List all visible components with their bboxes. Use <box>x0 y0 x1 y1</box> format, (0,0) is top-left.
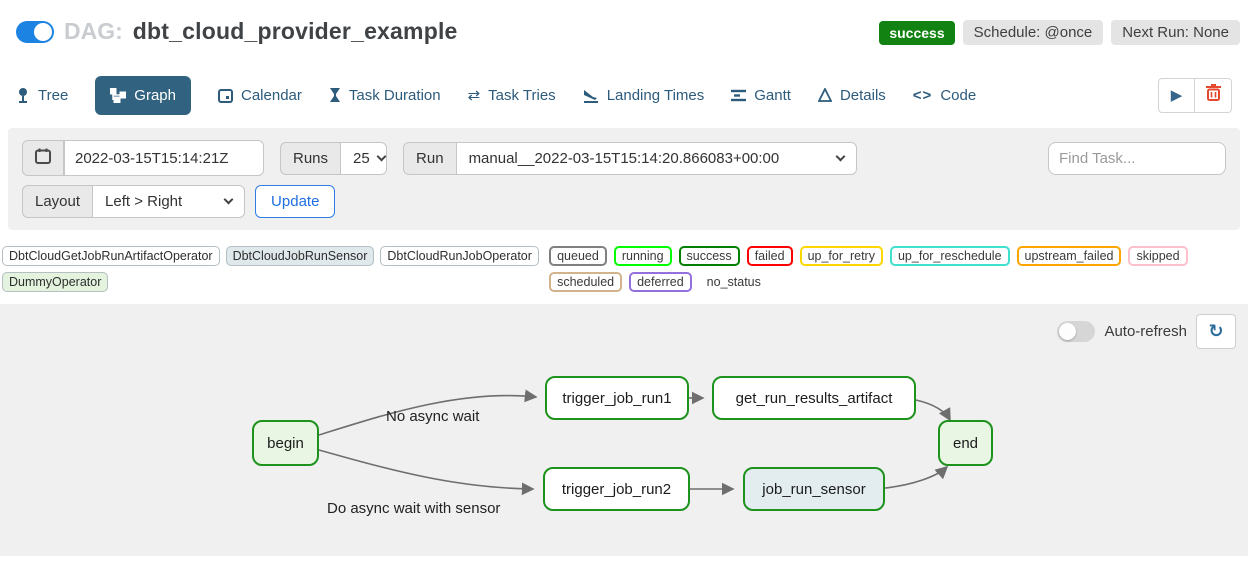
graph-edges <box>318 389 951 496</box>
chevron-down-icon <box>223 194 234 205</box>
status-legend-skipped: skipped <box>1128 246 1188 266</box>
tab-landing-times[interactable]: Landing Times <box>583 86 705 104</box>
tab-label: Details <box>839 86 886 104</box>
graph-node-get_run_results_artifact[interactable]: get_run_results_artifact <box>712 376 916 420</box>
dag-pause-toggle[interactable] <box>16 20 54 43</box>
tab-label: Task Duration <box>348 86 441 104</box>
tab-label: Landing Times <box>606 86 705 104</box>
runs-group: Runs 25 <box>280 141 388 175</box>
play-icon: ▶ <box>1170 87 1183 104</box>
filter-panel: Runs 25 Run manual__2022-03-15T15:14:20.… <box>8 128 1240 230</box>
graph-node-job_run_sensor[interactable]: job_run_sensor <box>743 467 885 511</box>
layout-select[interactable]: Left > Right <box>93 185 246 218</box>
status-legend-queued: queued <box>549 246 607 266</box>
refresh-icon: ↻ <box>1208 321 1224 342</box>
repeat-icon: ⇄ <box>467 86 481 104</box>
tab-label: Code <box>940 86 977 104</box>
plane-landing-icon <box>583 88 599 103</box>
code-icon: <> <box>912 86 933 104</box>
header-badges: success Schedule: @once Next Run: None <box>879 20 1240 45</box>
toggle-knob <box>1059 323 1077 340</box>
layout-group: Layout Left > Right <box>22 185 246 218</box>
dag-prefix-label: DAG: <box>64 18 123 44</box>
layout-label: Layout <box>22 185 94 218</box>
graph-node-end[interactable]: end <box>938 420 993 466</box>
tab-label: Calendar <box>241 86 302 104</box>
status-legend-deferred: deferred <box>629 272 692 292</box>
tab-tree[interactable]: Tree <box>16 87 68 104</box>
tab-calendar[interactable]: Calendar <box>218 87 302 104</box>
run-label: Run <box>403 141 457 175</box>
calendar-picker-button[interactable] <box>22 140 64 176</box>
graph-node-trigger_job_run1[interactable]: trigger_job_run1 <box>545 376 689 420</box>
update-button[interactable]: Update <box>255 185 336 218</box>
tree-icon <box>16 87 30 103</box>
status-legend-success: success <box>678 246 740 266</box>
layout-value: Left > Right <box>105 193 183 210</box>
calendar-icon <box>218 88 233 103</box>
runs-select[interactable]: 25 <box>341 141 388 175</box>
status-legend-up_for_reschedule: up_for_reschedule <box>889 246 1010 266</box>
operator-legend-DbtCloudRunJobOperator: DbtCloudRunJobOperator <box>380 246 539 266</box>
edge-label-do-async-wait: Do async wait with sensor <box>327 500 501 517</box>
schedule-badge[interactable]: Schedule: @once <box>962 20 1104 45</box>
toggle-knob <box>34 22 52 41</box>
status-legend-running: running <box>613 246 672 266</box>
edge-label-no-async-wait: No async wait <box>386 408 480 425</box>
tab-label: Graph <box>134 86 176 104</box>
operator-legend-DummyOperator: DummyOperator <box>2 272 109 292</box>
gantt-icon <box>731 89 747 102</box>
tab-label: Gantt <box>754 86 791 104</box>
refresh-area: Auto-refresh ↻ <box>1057 314 1236 349</box>
run-value: manual__2022-03-15T15:14:20.866083+00:00 <box>468 149 780 167</box>
tab-details[interactable]: Details <box>817 86 886 104</box>
tab-gantt[interactable]: Gantt <box>731 87 791 104</box>
tab-task-duration[interactable]: Task Duration <box>329 87 441 104</box>
operator-legend-DbtCloudJobRunSensor: DbtCloudJobRunSensor <box>225 246 375 266</box>
run-group: Run manual__2022-03-15T15:14:20.866083+0… <box>403 141 857 175</box>
calendar-icon <box>35 148 51 168</box>
hourglass-icon <box>329 87 341 103</box>
dag-header: DAG: dbt_cloud_provider_example success … <box>0 0 1248 66</box>
tab-task-tries[interactable]: ⇄ Task Tries <box>468 87 556 104</box>
trash-icon <box>1205 84 1221 106</box>
status-legend-up_for_retry: up_for_retry <box>799 246 883 266</box>
graph-node-trigger_job_run2[interactable]: trigger_job_run2 <box>543 467 690 511</box>
find-task-input[interactable] <box>1048 141 1226 175</box>
runs-value: 25 <box>353 149 370 167</box>
delete-dag-button[interactable] <box>1195 77 1232 113</box>
graph-icon <box>110 87 127 103</box>
status-legend-no_status: no_status <box>706 275 761 289</box>
details-icon <box>817 88 832 102</box>
status-legend: queued running success failed up_for_retry up… <box>549 246 1240 292</box>
chevron-down-icon <box>376 151 387 161</box>
status-badge: success <box>879 20 955 45</box>
dag-actions: ▶ <box>1158 77 1232 113</box>
trigger-dag-button[interactable]: ▶ <box>1158 77 1195 113</box>
base-date-group <box>22 140 264 176</box>
chevron-down-icon <box>835 151 846 161</box>
tab-code[interactable]: <> Code <box>913 87 976 104</box>
graph-panel: Auto-refresh ↻ begin trigger_job_run1 get_… <box>0 304 1248 556</box>
next-run-badge: Next Run: None <box>1111 20 1240 45</box>
auto-refresh-toggle[interactable] <box>1057 321 1096 342</box>
page-title: dbt_cloud_provider_example <box>132 18 458 44</box>
tab-label: Task Tries <box>488 86 556 104</box>
status-legend-scheduled: scheduled <box>549 272 623 292</box>
status-legend-failed: failed <box>746 246 793 266</box>
tab-graph[interactable]: Graph <box>95 75 191 115</box>
run-select[interactable]: manual__2022-03-15T15:14:20.866083+00:00 <box>456 141 857 175</box>
status-legend-upstream_failed: upstream_failed <box>1016 246 1122 266</box>
operator-legend-DbtCloudGetJobRunArtifactOperator: DbtCloudGetJobRunArtifactOperator <box>2 246 220 266</box>
base-date-input[interactable] <box>64 140 264 176</box>
view-tabbar: Tree Graph Calendar Task Duration ⇄ Task… <box>0 72 1248 118</box>
auto-refresh-label: Auto-refresh <box>1104 323 1187 340</box>
runs-label: Runs <box>280 141 342 175</box>
tab-label: Tree <box>38 86 69 104</box>
refresh-button[interactable]: ↻ <box>1196 314 1236 349</box>
graph-node-begin[interactable]: begin <box>252 420 319 466</box>
